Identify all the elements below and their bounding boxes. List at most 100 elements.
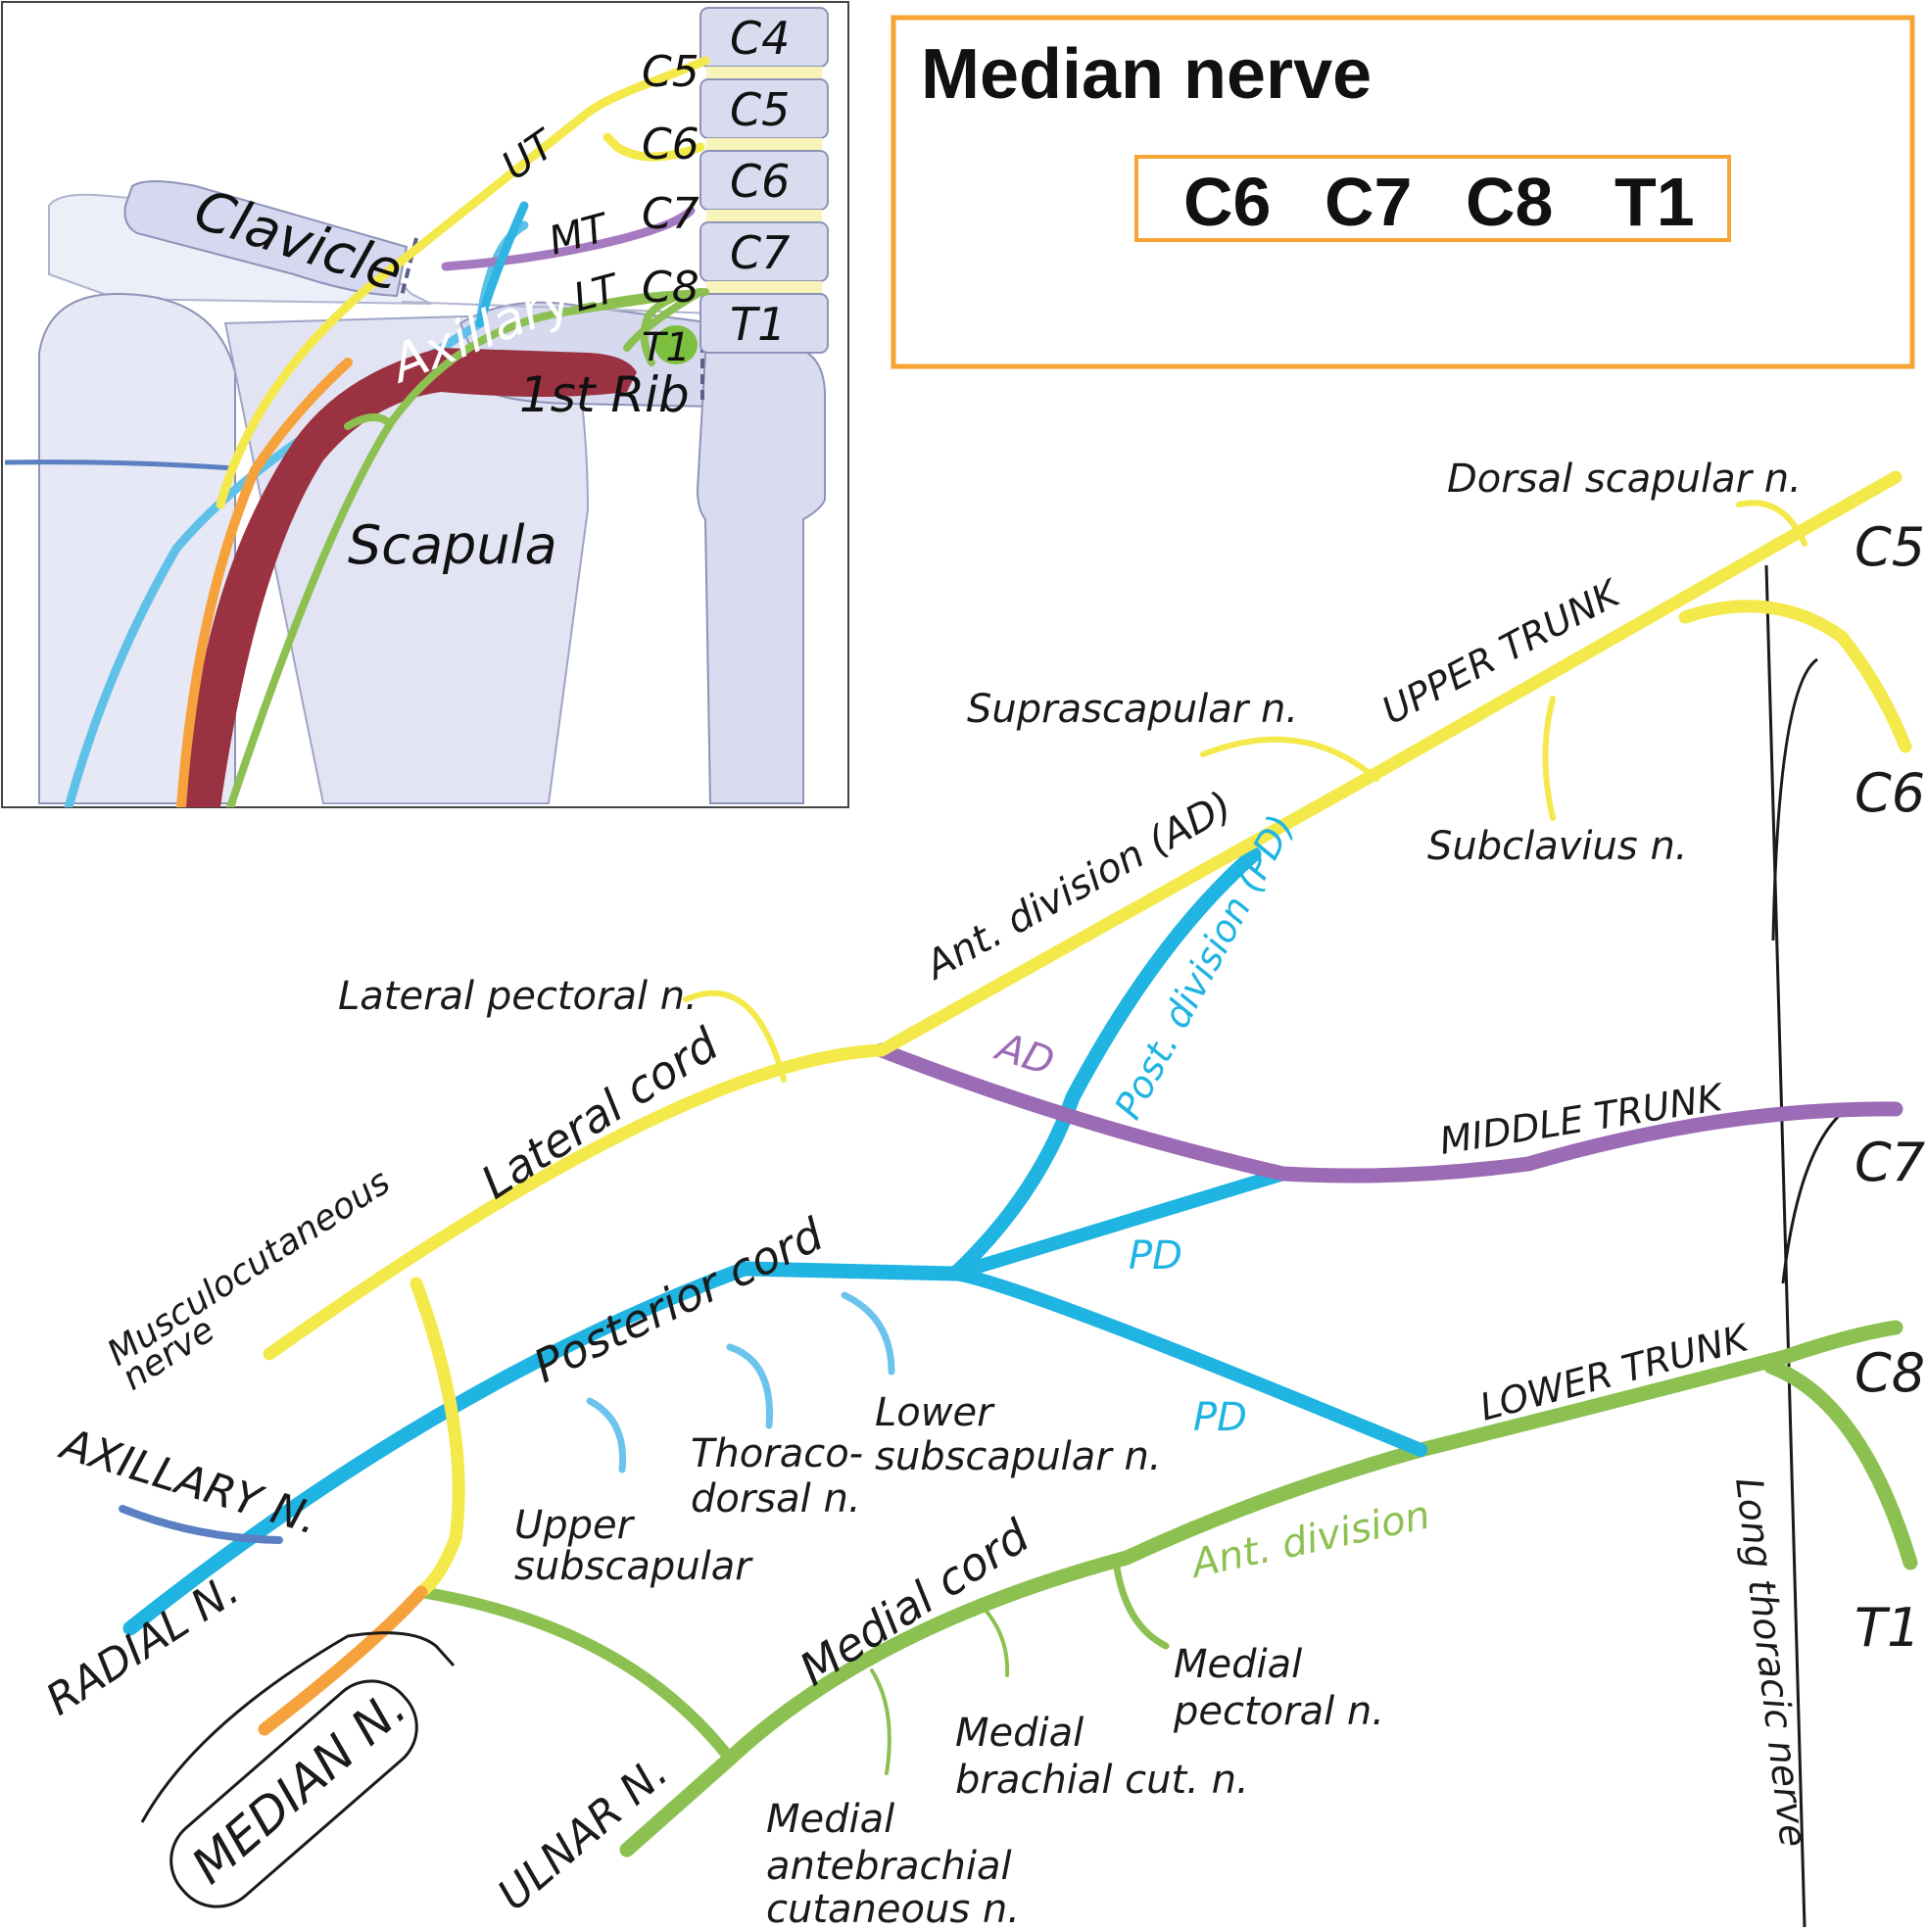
radial-nerve-label: RADIAL N. — [37, 1565, 248, 1725]
vertebra-label: C5 — [730, 83, 790, 136]
inset-c6-root — [602, 132, 705, 162]
vertebra-label: C6 — [730, 155, 790, 208]
medial-antebrachial-label-1: Medial — [766, 1797, 894, 1842]
inset-ut-branch — [475, 201, 529, 328]
thoracodorsal-label-1: Thoraco- — [691, 1431, 863, 1476]
long-thoracic-c6-branch — [1771, 657, 1818, 942]
medial-brachial-label-2: brachial cut. n. — [955, 1758, 1249, 1803]
lateral-pectoral-branch — [683, 990, 787, 1083]
dorsal-scapular-branch — [1736, 500, 1807, 547]
median-medial-root — [415, 1586, 736, 1764]
subclavius-branch — [1542, 696, 1556, 821]
inset-median-n — [176, 358, 353, 807]
thoracodorsal-branch — [726, 1343, 773, 1429]
lower-subscap-label-1: Lower — [875, 1390, 995, 1435]
axillary-nerve-path — [119, 1505, 283, 1544]
suprascapular-label: Suprascapular n. — [967, 687, 1298, 732]
root-chip-t1: T1 — [1614, 164, 1695, 240]
pd-middle-label: PD — [1129, 1233, 1182, 1279]
lateral-cord-label: Lateral cord — [472, 1017, 729, 1209]
medial-pectoral-branch — [1113, 1564, 1170, 1650]
info-box: Median nerve C6 C7 C8 T1 — [891, 15, 1915, 369]
lateral-cord-path — [263, 1043, 889, 1361]
upper-trunk-path — [1365, 470, 1903, 783]
root-label-c6: C6 — [1855, 762, 1925, 824]
root-chip-c6: C6 — [1183, 164, 1271, 240]
lower-subscap-label-2: subscapular n. — [875, 1434, 1162, 1479]
subclavius-label: Subclavius n. — [1427, 824, 1688, 869]
post-division-lower — [948, 1267, 1427, 1457]
roots-box-frame — [1134, 155, 1731, 242]
post-division-middle — [948, 1167, 1290, 1280]
musculocutaneous-label-1: Musculocutaneous — [101, 1162, 398, 1375]
median-nerve-label: MEDIAN N. — [181, 1679, 417, 1895]
median-highlight-outline — [140, 1631, 456, 1823]
root-label-t1: T1 — [1855, 1597, 1920, 1659]
inset-root-t1: T1 — [642, 325, 691, 370]
ulnar-nerve-path — [619, 1751, 738, 1858]
medial-cord-path — [722, 1442, 1428, 1766]
inset-root-c5: C5 — [642, 47, 699, 97]
root-chip-c8: C8 — [1466, 164, 1553, 240]
median-label-box — [169, 1679, 418, 1908]
lower-subscap-branch — [841, 1291, 895, 1376]
suprascapular-branch — [1200, 736, 1379, 782]
inset-root-c8: C8 — [642, 263, 699, 313]
c6-root-path — [1678, 600, 1912, 753]
root-chip-c7: C7 — [1325, 164, 1412, 240]
inset-artery — [186, 348, 637, 807]
dorsal-scapular-label: Dorsal scapular n. — [1447, 457, 1802, 502]
inset-upper-trunk — [216, 56, 710, 509]
intervertebral-disc — [706, 281, 822, 294]
middle-trunk-path — [874, 1042, 1903, 1183]
ad-middle-label: AD — [988, 1024, 1059, 1086]
medial-pectoral-label-1: Medial — [1174, 1642, 1302, 1687]
upper-subscap-label-2: subscapular — [514, 1544, 753, 1589]
clavicle-cut — [400, 237, 418, 297]
inset-root-c7: C7 — [642, 189, 699, 239]
root-label-c7: C7 — [1855, 1132, 1925, 1193]
medial-brachial-branch — [981, 1605, 1010, 1677]
inset-root-c6: C6 — [642, 120, 699, 169]
lower-trunk-path — [1413, 1320, 1903, 1458]
scapula-label: Scapula — [348, 514, 557, 576]
vertebra-label: C7 — [730, 226, 790, 279]
inset-middle-trunk — [441, 206, 696, 271]
long-thoracic-label: Long thoracic nerve — [1727, 1475, 1815, 1850]
info-box-title: Median nerve — [921, 35, 1372, 114]
humerus-bone — [38, 292, 236, 804]
inset-axillary-n — [4, 459, 236, 471]
vertebra-label: T1 — [730, 298, 786, 351]
inset-lower-trunk — [226, 288, 704, 807]
medial-antebrachial-label-3: cutaneous n. — [766, 1887, 1020, 1927]
inset-t1-node — [654, 325, 698, 364]
musculocutaneous-branch — [409, 1277, 465, 1599]
long-thoracic-nerve-line — [1764, 564, 1807, 1928]
vertebra-body — [699, 293, 829, 354]
intervertebral-disc — [706, 210, 822, 222]
thoracodorsal-label-2: dorsal n. — [691, 1476, 861, 1521]
root-label-c5: C5 — [1855, 516, 1925, 578]
lateral-pectoral-label: Lateral pectoral n. — [338, 974, 698, 1019]
upper-subscap-branch — [586, 1397, 627, 1473]
vertebra-label: C4 — [730, 12, 790, 65]
root-label-c8: C8 — [1855, 1342, 1925, 1404]
ant-division-upper — [875, 769, 1378, 1057]
medial-antebrachial-branch — [870, 1668, 891, 1775]
intervertebral-disc — [706, 138, 822, 151]
posterior-cord-label: Posterior cord — [525, 1207, 832, 1393]
medial-antebrachial-label-2: antebrachial — [766, 1844, 1012, 1889]
post-division-upper — [947, 846, 1262, 1281]
long-thoracic-c7-branch — [1781, 1113, 1842, 1284]
pd-lower-label: PD — [1193, 1395, 1247, 1440]
medial-brachial-label-1: Medial — [955, 1711, 1084, 1756]
ant-division-lower-label: Ant. division — [1185, 1492, 1434, 1587]
medial-pectoral-label-2: pectoral n. — [1173, 1689, 1384, 1734]
upper-subscap-label-1: Upper — [514, 1503, 636, 1548]
intervertebral-disc — [706, 67, 822, 79]
median-nerve-path — [258, 1585, 428, 1736]
